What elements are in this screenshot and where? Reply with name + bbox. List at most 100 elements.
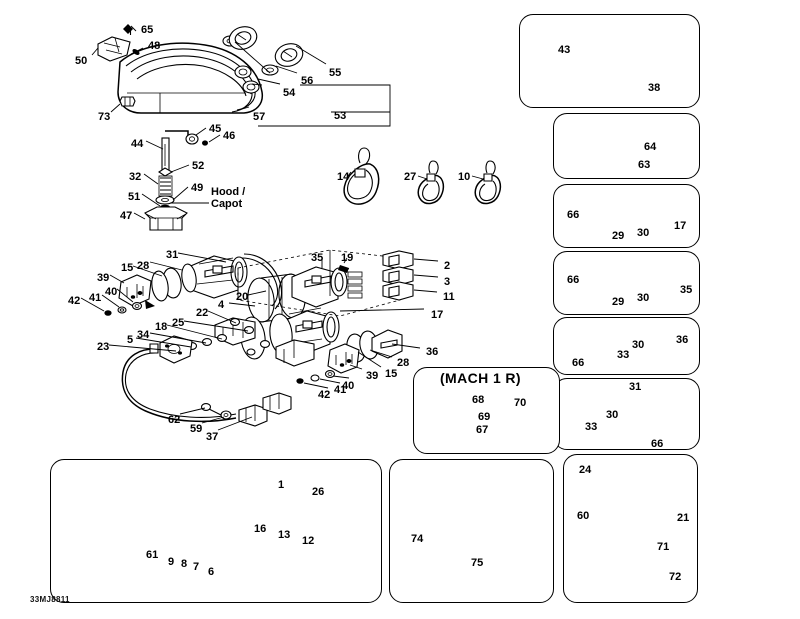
panel-plate-74 (389, 459, 554, 603)
cable-tie-27 (417, 160, 445, 205)
sheet-code: 33MJ8811 (30, 595, 70, 604)
callout-33: 33 (585, 421, 598, 433)
callout-42: 42 (68, 295, 81, 307)
callout-21: 21 (677, 512, 690, 524)
callout-39: 39 (366, 370, 379, 382)
callout-26: 26 (312, 486, 325, 498)
callout-19: 19 (341, 252, 354, 264)
callout-61: 61 (146, 549, 159, 561)
callout-52: 52 (192, 160, 205, 172)
headlight-leaders (91, 25, 391, 127)
intake-leaders (80, 252, 439, 431)
callout-30: 30 (637, 292, 650, 304)
headlight-assembly-group (97, 24, 304, 114)
callout-42: 42 (318, 389, 331, 401)
callout-2: 2 (444, 260, 451, 272)
callout-40: 40 (342, 380, 355, 392)
callout-7: 7 (193, 561, 200, 573)
callout-44: 44 (131, 138, 144, 150)
callout-32: 32 (129, 171, 142, 183)
callout-69: 69 (478, 411, 491, 423)
callout-62: 62 (168, 414, 181, 426)
callout-36: 36 (426, 346, 439, 358)
callout-13: 13 (278, 529, 291, 541)
callout-70: 70 (514, 397, 527, 409)
callout-51: 51 (128, 191, 141, 203)
intake-assembly-group (104, 249, 414, 427)
panel-module-21 (563, 454, 698, 603)
callout-60: 60 (577, 510, 590, 522)
callout-17: 17 (431, 309, 444, 321)
callout-8: 8 (181, 558, 188, 570)
callout-20: 20 (236, 291, 249, 303)
callout-59: 59 (190, 423, 203, 435)
callout-30: 30 (637, 227, 650, 239)
callout-43: 43 (558, 44, 571, 56)
callout-66: 66 (567, 209, 580, 221)
callout-50: 50 (75, 55, 88, 67)
mach-1-r-label: (MACH 1 R) (440, 370, 521, 386)
callout-10: 10 (458, 171, 471, 183)
callout-33: 33 (617, 349, 630, 361)
callout-48: 48 (148, 40, 161, 52)
callout-1: 1 (278, 479, 285, 491)
panel-connector-36 (553, 317, 700, 375)
callout-28: 28 (137, 260, 150, 272)
panel-connector-31 (553, 378, 700, 450)
callout-15: 15 (385, 368, 398, 380)
cap-11 (382, 281, 414, 301)
callout-66: 66 (651, 438, 664, 450)
cable-tie-10 (474, 160, 502, 205)
panel-console (50, 459, 382, 603)
callout-27: 27 (404, 171, 417, 183)
callout-63: 63 (638, 159, 651, 171)
callout-35: 35 (311, 252, 324, 264)
callout-5: 5 (127, 334, 134, 346)
callout-71: 71 (657, 541, 670, 553)
callout-53: 53 (334, 110, 347, 122)
callout-28: 28 (397, 357, 410, 369)
callout-9: 9 (168, 556, 175, 568)
callout-66: 66 (572, 357, 585, 369)
callout-55: 55 (329, 67, 342, 79)
hood-latch-leaders (133, 127, 221, 220)
callout-34: 34 (137, 329, 150, 341)
callout-66: 66 (567, 274, 580, 286)
callout-31: 31 (629, 381, 642, 393)
cap-3 (382, 266, 414, 286)
callout-68: 68 (472, 394, 485, 406)
callout-22: 22 (196, 307, 209, 319)
callout-25: 25 (172, 317, 185, 329)
cap-2 (382, 250, 414, 270)
callout-40: 40 (105, 286, 118, 298)
callout-47: 47 (120, 210, 133, 222)
callout-31: 31 (166, 249, 179, 261)
callout-57: 57 (253, 111, 266, 123)
callout-64: 64 (644, 141, 657, 153)
callout-49: 49 (191, 182, 204, 194)
callout-45: 45 (209, 123, 222, 135)
panel-connector-17 (553, 184, 700, 248)
panel-sensor-38 (519, 14, 700, 108)
callout-18: 18 (155, 321, 168, 333)
panel-switch-64 (553, 113, 700, 179)
callout-30: 30 (606, 409, 619, 421)
callout-15: 15 (121, 262, 134, 274)
hood-capot-label: Hood / Capot (211, 186, 246, 210)
callout-24: 24 (579, 464, 592, 476)
callout-38: 38 (648, 82, 661, 94)
callout-12: 12 (302, 535, 315, 547)
callout-14: 14 (337, 171, 350, 183)
callout-4: 4 (218, 299, 225, 311)
callout-23: 23 (97, 341, 110, 353)
callout-46: 46 (223, 130, 236, 142)
callout-41: 41 (334, 384, 347, 396)
callout-16: 16 (254, 523, 267, 535)
callout-54: 54 (283, 87, 296, 99)
panel-connector-35 (553, 251, 700, 315)
callout-56: 56 (301, 75, 314, 87)
hood-latch-assembly (144, 130, 208, 231)
callout-35: 35 (680, 284, 693, 296)
cable-tie-group (343, 147, 502, 205)
